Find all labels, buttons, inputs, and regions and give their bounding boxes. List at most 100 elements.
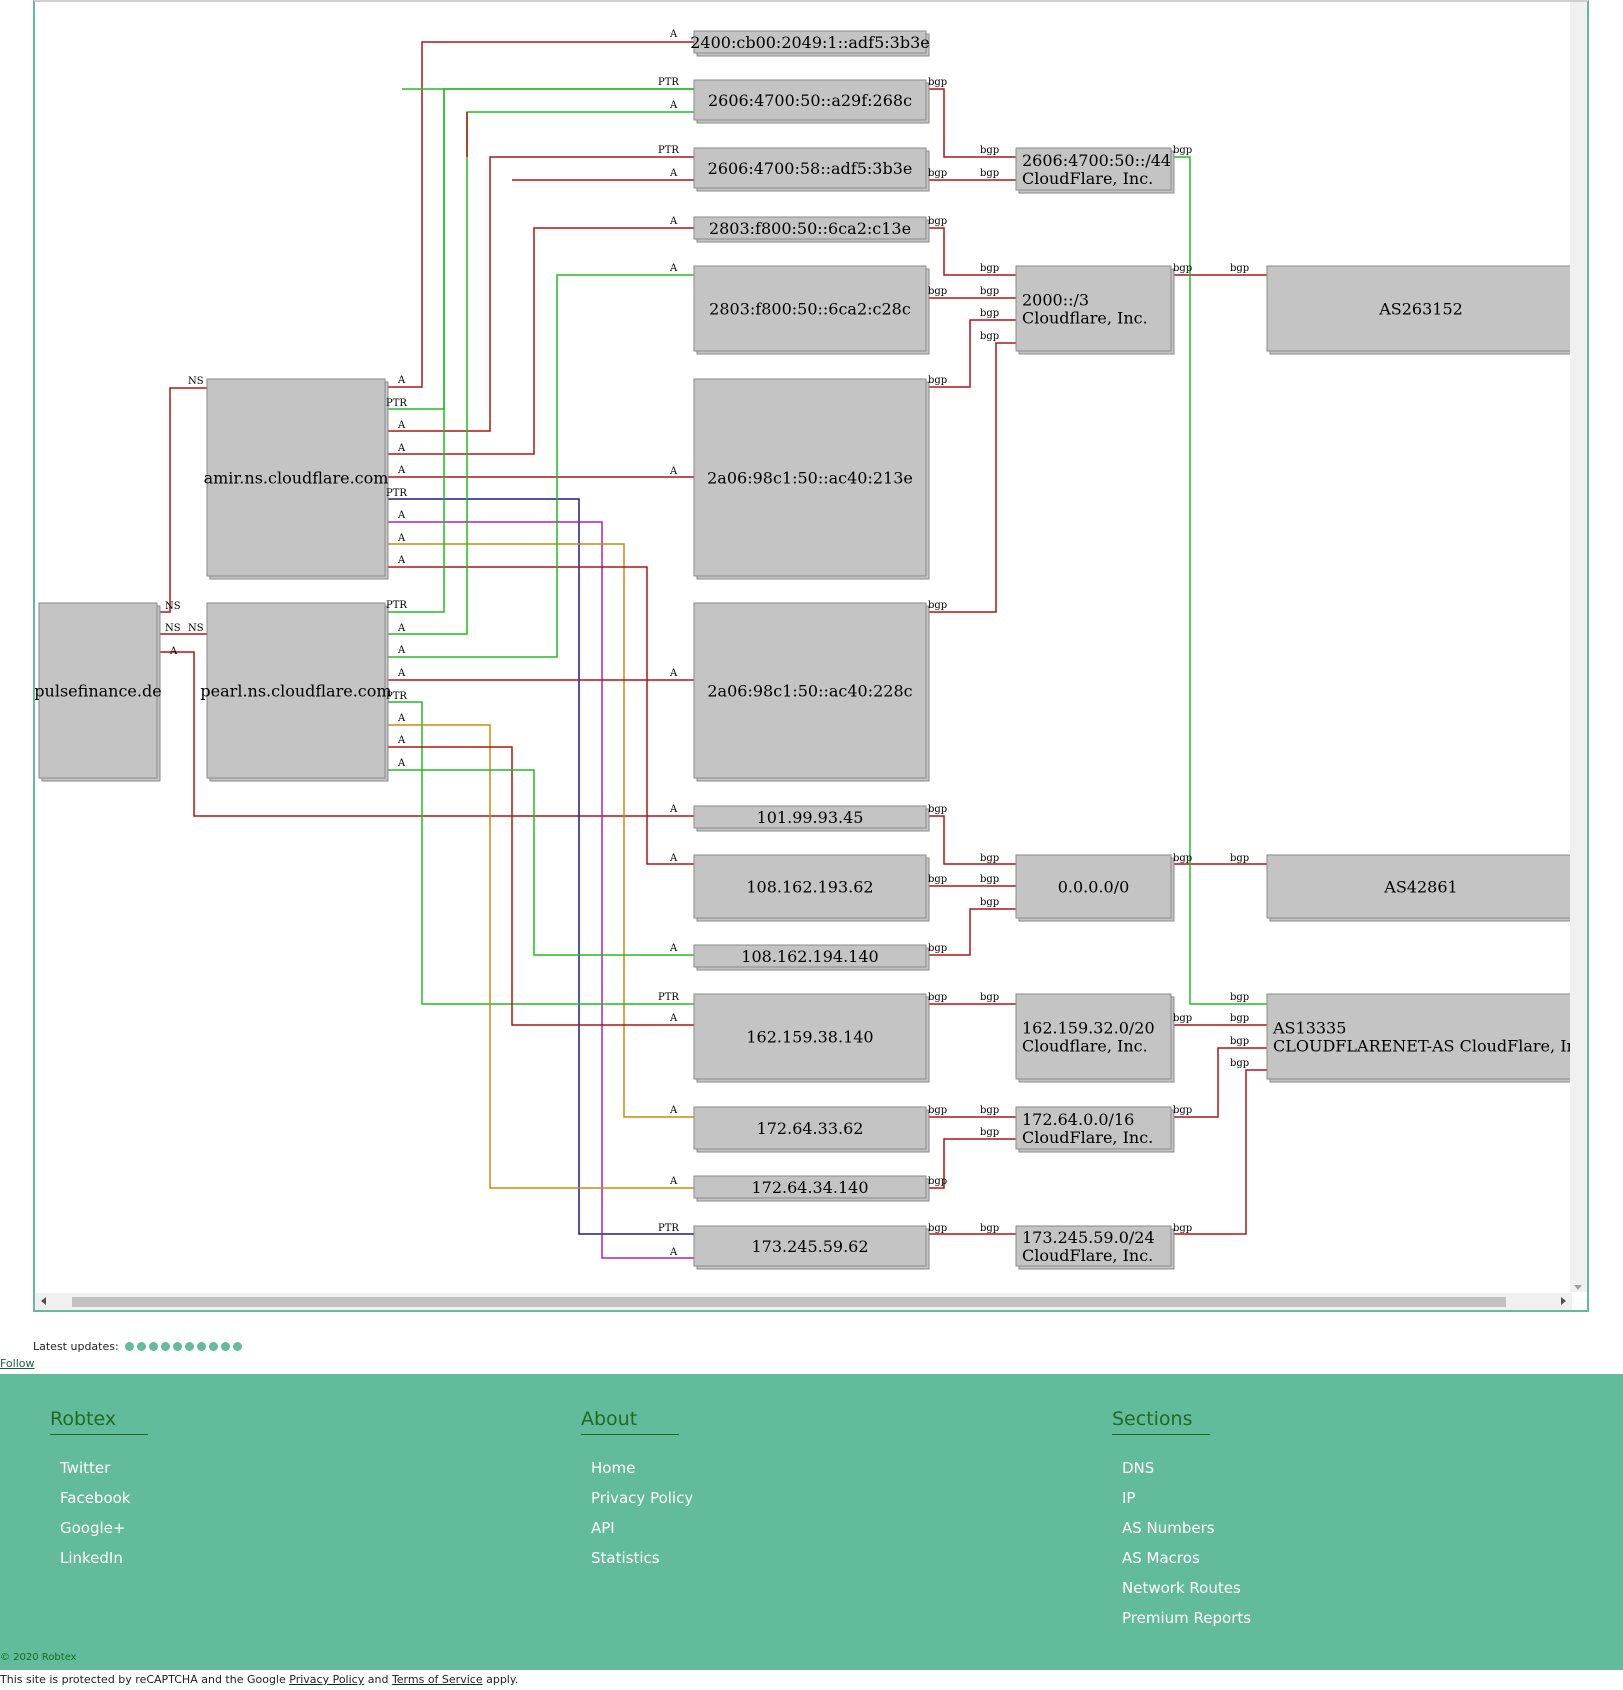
- update-dot[interactable]: [196, 1342, 206, 1351]
- graph-node-ip-2803-c13e[interactable]: 2803:f800:50::6ca2:c13e: [693, 216, 930, 243]
- edge-label-ns: NS: [165, 601, 181, 612]
- edge-label-bgp: bgp: [928, 943, 947, 954]
- graph-edge: [385, 111, 694, 635]
- footer-link-as-numbers[interactable]: AS Numbers: [1122, 1519, 1215, 1537]
- edge-label-bgp: bgp: [980, 308, 999, 319]
- recaptcha-privacy-link[interactable]: Privacy Policy: [289, 1673, 365, 1686]
- recaptcha-notice: This site is protected by reCAPTCHA and …: [0, 1673, 518, 1686]
- edge-label-bgp: bgp: [928, 77, 947, 88]
- update-dot[interactable]: [232, 1342, 242, 1351]
- graph-edge: [926, 342, 1016, 613]
- edge-label-bgp: bgp: [928, 1105, 947, 1116]
- recaptcha-and: and: [367, 1673, 389, 1686]
- footer-link-home[interactable]: Home: [591, 1459, 636, 1477]
- update-dot[interactable]: [148, 1342, 158, 1351]
- edge-label-ptr: PTR: [386, 600, 407, 611]
- edge-label-bgp: bgp: [1230, 1036, 1249, 1047]
- footer-link-statistics[interactable]: Statistics: [591, 1549, 660, 1567]
- graph-node-pulsefinance[interactable]: pulsefinance.de: [35, 602, 162, 782]
- graph-node-ip-2803-c28c[interactable]: 2803:f800:50::6ca2:c28c: [693, 265, 930, 355]
- update-dot[interactable]: [124, 1342, 134, 1351]
- graph-node-as263152[interactable]: AS263152: [1266, 265, 1579, 355]
- edge-label-bgp: bgp: [1173, 145, 1192, 156]
- latest-updates: Latest updates:: [33, 1340, 245, 1353]
- edge-label-bgp: bgp: [928, 375, 947, 386]
- graph-node-label: 2a06:98c1:50::ac40:213e: [707, 469, 913, 488]
- scroll-right-icon[interactable]: [1561, 1297, 1566, 1305]
- graph-edge: [1171, 1069, 1267, 1235]
- graph-node-ip-2606-a29f[interactable]: 2606:4700:50::a29f:268c: [693, 79, 930, 124]
- scrollbar-thumb[interactable]: [72, 1297, 1506, 1307]
- graph-node-label: AS13335: [1272, 1019, 1346, 1038]
- footer-link-api[interactable]: API: [591, 1519, 615, 1537]
- latest-updates-label: Latest updates:: [33, 1340, 119, 1353]
- footer-col-robtex: Robtex Twitter Facebook Google+ LinkedIn: [50, 1408, 148, 1573]
- update-dot[interactable]: [136, 1342, 146, 1351]
- follow-link[interactable]: Follow: [0, 1357, 35, 1370]
- graph-node-ip-173[interactable]: 173.245.59.62: [693, 1225, 930, 1270]
- horizontal-scrollbar[interactable]: [35, 1293, 1572, 1310]
- edge-label-bgp: bgp: [928, 992, 947, 1003]
- scroll-left-icon[interactable]: [41, 1297, 46, 1305]
- edge-label-a: A: [397, 443, 406, 454]
- edge-label-a: A: [397, 623, 406, 634]
- scroll-down-icon[interactable]: [1574, 1285, 1582, 1290]
- edge-label-bgp: bgp: [980, 331, 999, 342]
- edge-label-a: A: [669, 943, 678, 954]
- update-dot[interactable]: [184, 1342, 194, 1351]
- graph-node-label: 172.64.33.62: [757, 1119, 864, 1138]
- footer-link-linkedin[interactable]: LinkedIn: [60, 1549, 123, 1567]
- edge-label-bgp: bgp: [1230, 1013, 1249, 1024]
- edge-label-a: A: [669, 168, 678, 179]
- vertical-scrollbar[interactable]: [1570, 2, 1587, 1292]
- graph-node-label: CloudFlare, Inc.: [1022, 1128, 1153, 1147]
- update-dot[interactable]: [220, 1342, 230, 1351]
- footer-link-googleplus[interactable]: Google+: [60, 1519, 126, 1537]
- graph-node-label: CloudFlare, Inc.: [1022, 1246, 1153, 1265]
- graph-node-label: 2803:f800:50::6ca2:c13e: [709, 219, 911, 238]
- footer-link-ip[interactable]: IP: [1122, 1489, 1136, 1507]
- graph-node-amir[interactable]: amir.ns.cloudflare.com: [204, 378, 389, 580]
- recaptcha-terms-link[interactable]: Terms of Service: [391, 1673, 483, 1686]
- footer-link-twitter[interactable]: Twitter: [60, 1459, 111, 1477]
- footer-link-as-macros[interactable]: AS Macros: [1122, 1549, 1200, 1567]
- footer-link-premium-reports[interactable]: Premium Reports: [1122, 1609, 1252, 1627]
- graph-node-ip-172-62[interactable]: 172.64.33.62: [693, 1106, 930, 1153]
- graph-node-ip-101[interactable]: 101.99.93.45: [693, 805, 930, 832]
- graph-edge: [926, 227, 1016, 276]
- edge-label-ptr: PTR: [386, 398, 407, 409]
- graph-node-pearl[interactable]: pearl.ns.cloudflare.com: [200, 602, 392, 782]
- graph-node-ip-2a06-213e[interactable]: 2a06:98c1:50::ac40:213e: [693, 378, 930, 580]
- graph-edge: [385, 701, 694, 1005]
- graph-node-as42861[interactable]: AS42861: [1266, 854, 1579, 922]
- update-dot[interactable]: [208, 1342, 218, 1351]
- graph-node-net-0[interactable]: 0.0.0.0/0: [1015, 854, 1175, 922]
- edge-label-bgp: bgp: [928, 168, 947, 179]
- update-dot[interactable]: [160, 1342, 170, 1351]
- graph-node-ip-172-140[interactable]: 172.64.34.140: [693, 1175, 930, 1202]
- graph-node-ip-108-62[interactable]: 108.162.193.62: [693, 854, 930, 922]
- footer-link-privacy-policy[interactable]: Privacy Policy: [591, 1489, 694, 1507]
- graph-node-ip-108-140[interactable]: 108.162.194.140: [693, 944, 930, 971]
- edge-label-bgp: bgp: [1230, 1058, 1249, 1069]
- graph-node-ip-2a06-228c[interactable]: 2a06:98c1:50::ac40:228c: [693, 602, 930, 782]
- graph-node-label: 162.159.38.140: [746, 1028, 873, 1047]
- graph-edge: [1171, 1047, 1267, 1118]
- footer-link-facebook[interactable]: Facebook: [60, 1489, 131, 1507]
- graph-node-ip-2606-adf5[interactable]: 2606:4700:58::adf5:3b3e: [693, 147, 930, 192]
- footer-link-network-routes[interactable]: Network Routes: [1122, 1579, 1241, 1597]
- graph-node-ip-2400[interactable]: 2400:cb00:2049:1::adf5:3b3e: [690, 30, 930, 57]
- graph-edge: [385, 769, 694, 956]
- update-dot[interactable]: [172, 1342, 182, 1351]
- edge-label-a: A: [397, 533, 406, 544]
- edge-label-a: A: [669, 466, 678, 477]
- footer-link-dns[interactable]: DNS: [1122, 1459, 1155, 1477]
- graph-node-ip-162[interactable]: 162.159.38.140: [693, 993, 930, 1083]
- graph-edge: [385, 41, 694, 388]
